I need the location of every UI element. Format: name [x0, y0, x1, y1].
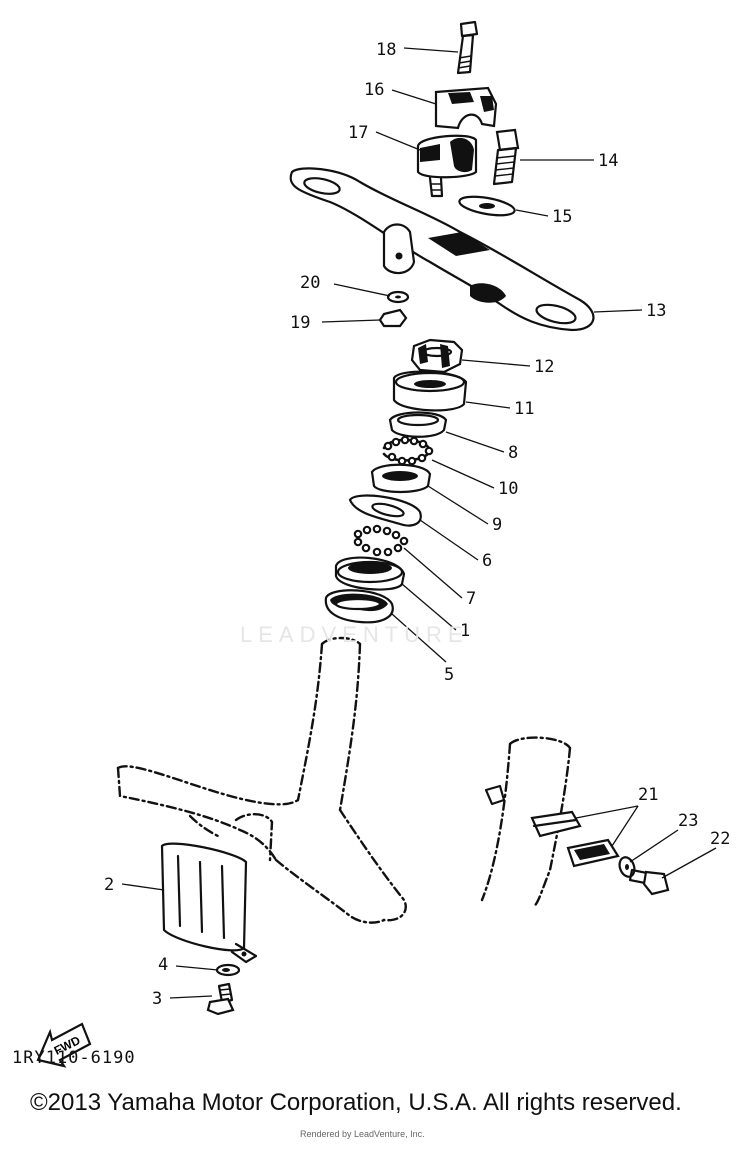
- callout-3: 3: [152, 989, 162, 1009]
- callout-23: 23: [678, 811, 698, 831]
- callout-18: 18: [376, 40, 396, 60]
- callout-4: 4: [158, 955, 168, 975]
- part-9-race: [370, 463, 432, 494]
- part-12-ring-nut: [410, 338, 464, 374]
- callout-22: 22: [710, 829, 730, 849]
- copyright-notice: ©2013 Yamaha Motor Corporation, U.S.A. A…: [30, 1089, 682, 1116]
- part-1-bearing-race: [334, 556, 406, 591]
- part-2-steering-stem: [116, 636, 407, 924]
- callout-10: 10: [498, 479, 518, 499]
- callout-12: 12: [534, 357, 554, 377]
- rendered-by-notice: Rendered by LeadVenture, Inc.: [300, 1129, 425, 1139]
- callout-13: 13: [646, 301, 666, 321]
- part-16-clamp-cap: [434, 86, 498, 130]
- callout-15: 15: [552, 207, 572, 227]
- part-10-ball-bearings: [382, 435, 434, 466]
- callout-11: 11: [514, 399, 534, 419]
- part-22-bolt: [628, 868, 670, 896]
- callout-14: 14: [598, 151, 618, 171]
- part-4-washer: [215, 963, 241, 977]
- fwd-arrow-icon: FWD: [36, 1022, 92, 1068]
- callout-2: 2: [104, 875, 114, 895]
- part-6-washer-plate: [348, 494, 422, 527]
- callout-20: 20: [300, 273, 320, 293]
- callout-17: 17: [348, 123, 368, 143]
- part-15-washer: [458, 195, 516, 217]
- callout-numbers: 18 16 17 14 15 13 20 19 12 11 8 10 9 6 7…: [104, 40, 730, 1009]
- callout-6: 6: [482, 551, 492, 571]
- callout-19: 19: [290, 313, 310, 333]
- callout-16: 16: [364, 80, 384, 100]
- callout-5: 5: [444, 665, 454, 685]
- part-17-handlebar-holder: [416, 134, 478, 198]
- part-11-cover: [392, 370, 468, 412]
- part-18-bolt: [456, 20, 479, 75]
- part-20-lock-washer: [386, 290, 410, 304]
- callout-8: 8: [508, 443, 518, 463]
- callout-9: 9: [492, 515, 502, 535]
- part-19-nut: [378, 308, 408, 328]
- part-7-ball-bearings: [353, 524, 409, 557]
- drawing-code: 1RY110-6190: [12, 1048, 136, 1068]
- part-14-bolt: [492, 128, 520, 186]
- part-5-seal: [324, 589, 394, 624]
- part-3-bolt: [206, 982, 235, 1016]
- callout-7: 7: [466, 589, 476, 609]
- callout-1: 1: [460, 621, 470, 641]
- part-2-guard-plate: [160, 842, 258, 964]
- callout-21: 21: [638, 785, 658, 805]
- part-13-upper-bracket: [289, 167, 595, 332]
- part-8-race: [388, 411, 448, 438]
- part-21-clamps: [530, 810, 620, 868]
- leader-lines: [121, 47, 717, 999]
- fork-tube-inset: [480, 736, 572, 908]
